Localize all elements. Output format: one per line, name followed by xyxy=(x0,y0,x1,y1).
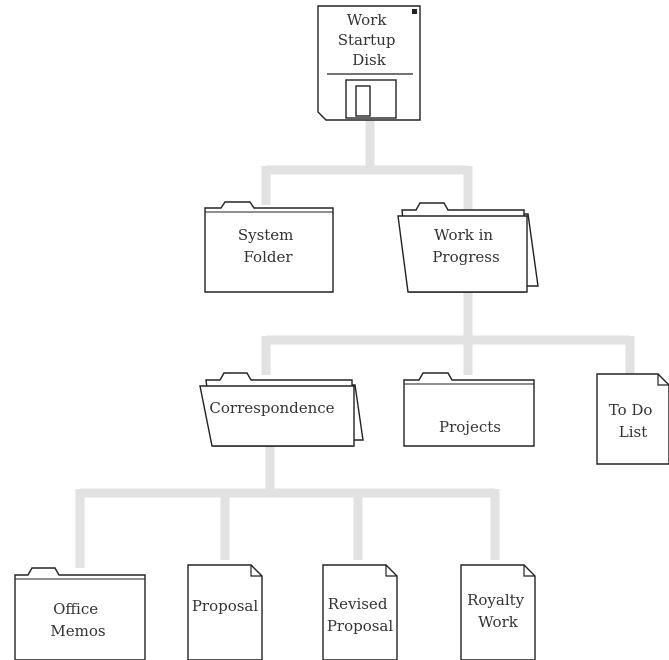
projects-folder-icon[interactable]: Projects xyxy=(403,372,535,447)
todo-list-document-icon[interactable]: To Do List xyxy=(596,373,669,465)
work-in-progress-label: Work in Progress xyxy=(432,226,499,266)
proposal-document-icon[interactable]: Proposal xyxy=(187,564,263,660)
connectors xyxy=(75,118,635,568)
correspondence-folder-icon[interactable]: Correspondence xyxy=(199,372,364,447)
write-protect-hole xyxy=(412,9,417,14)
connector-wip-level xyxy=(261,292,635,375)
system-folder-icon[interactable]: System Folder xyxy=(204,201,334,293)
royalty-work-document-icon[interactable]: Royalty Work xyxy=(460,564,536,660)
revised-proposal-document-icon[interactable]: Revised Proposal xyxy=(322,564,398,660)
work-startup-disk[interactable]: Work Startup Disk xyxy=(317,5,421,121)
connector-disk-level xyxy=(261,118,473,210)
todo-list-label: To Do List xyxy=(609,401,657,441)
proposal-label: Proposal xyxy=(192,597,259,615)
correspondence-label: Correspondence xyxy=(209,399,334,417)
connector-correspondence-level xyxy=(75,445,500,568)
revised-proposal-label: Revised Proposal xyxy=(327,595,394,635)
disk-label: Work Startup Disk xyxy=(338,11,401,69)
projects-label: Projects xyxy=(439,418,501,436)
royalty-work-label: Royalty Work xyxy=(467,591,529,631)
system-folder-label: System Folder xyxy=(238,226,298,266)
work-in-progress-folder-icon[interactable]: Work in Progress xyxy=(397,202,539,293)
office-memos-label: Office Memos xyxy=(50,600,105,640)
office-memos-folder-icon[interactable]: Office Memos xyxy=(14,567,146,660)
